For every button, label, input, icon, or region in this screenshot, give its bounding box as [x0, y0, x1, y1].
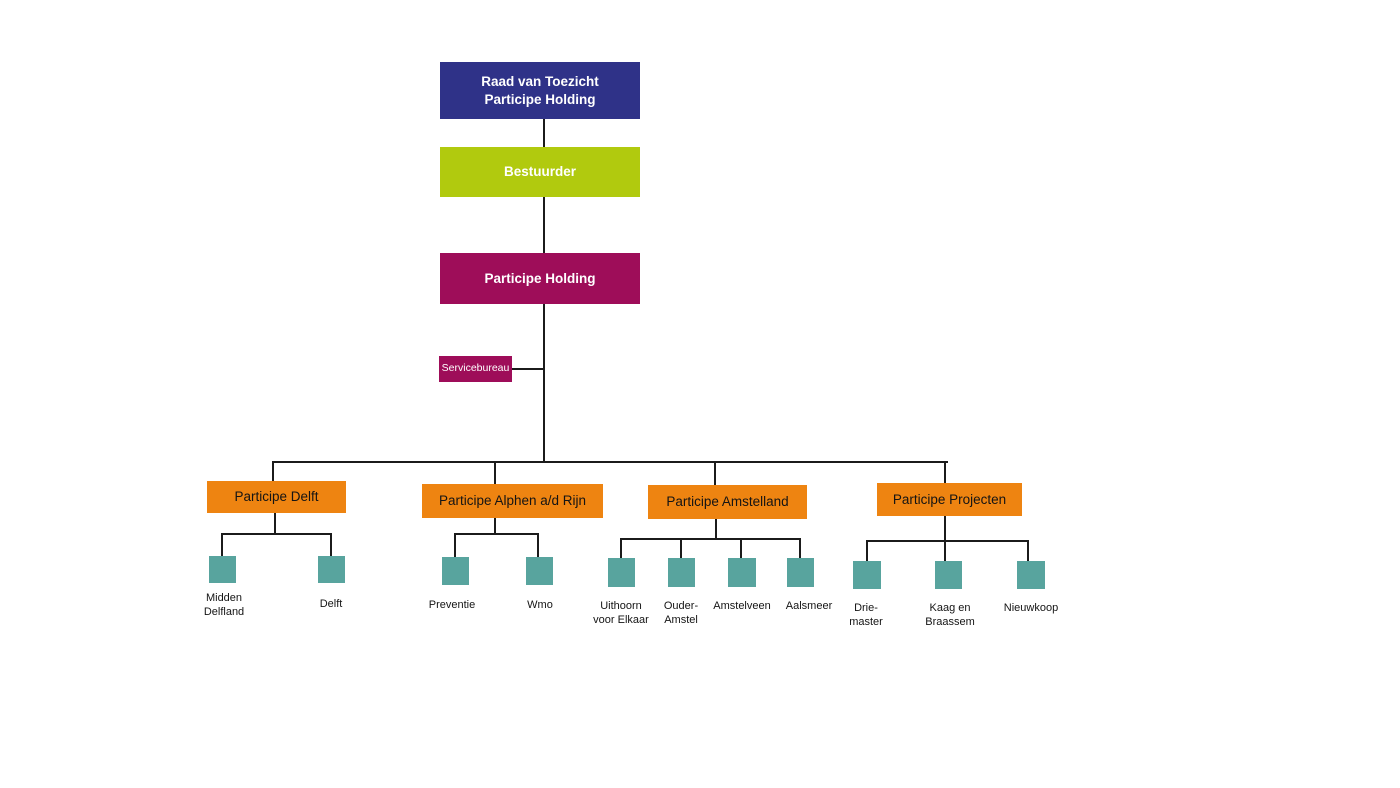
unit-node [608, 558, 635, 587]
connector-drop [680, 538, 682, 558]
unit-label: Delft [319, 598, 343, 610]
unit-node [526, 557, 553, 585]
connector-drop [740, 538, 742, 558]
unit-node [728, 558, 756, 587]
connector-drop [1027, 540, 1029, 561]
connector-branch [620, 538, 801, 540]
unit-node [442, 557, 469, 585]
connector-drop [537, 533, 539, 557]
group-box-participe-delft: Participe Delft [207, 481, 346, 513]
connector-branch [454, 533, 539, 535]
unit-node [853, 561, 881, 589]
unit-label: Nieuwkoop [1003, 602, 1059, 614]
group-box-participe-projecten: Participe Projecten [877, 483, 1022, 516]
bestuurder-box: Bestuurder [440, 147, 640, 197]
participe-holding-box: Participe Holding [440, 253, 640, 304]
unit-node [787, 558, 814, 587]
connector-branch [866, 540, 1029, 542]
connector-stub [274, 513, 276, 535]
connector-drop [494, 461, 496, 484]
unit-label: Drie- master [849, 602, 883, 628]
connector-stub [494, 518, 496, 535]
unit-label: Amstelveen [713, 600, 771, 612]
unit-label: Aalsmeer [785, 600, 833, 612]
group-box-participe-alphen: Participe Alphen a/d Rijn [422, 484, 603, 518]
connector-branch [221, 533, 332, 535]
unit-label: Uithoorn voor Elkaar [593, 600, 649, 626]
unit-node [1017, 561, 1045, 589]
unit-label: Kaag en Braassem [925, 602, 975, 628]
group-box-participe-amstelland: Participe Amstelland [648, 485, 807, 519]
unit-node [318, 556, 345, 583]
unit-label: Wmo [527, 599, 553, 611]
connector-drop [866, 540, 868, 561]
connector-stub [715, 519, 717, 540]
connector-stub [944, 516, 946, 561]
servicebureau-box: Servicebureau [439, 356, 512, 382]
connector-drop [454, 533, 456, 557]
unit-node [935, 561, 962, 589]
unit-label: Ouder- Amstel [663, 600, 699, 626]
connector-drop [944, 461, 946, 483]
connector-drop [620, 538, 622, 558]
connector-servicebureau [511, 368, 544, 370]
raad-van-toezicht-box: Raad van Toezicht Participe Holding [440, 62, 640, 119]
connector-drop [714, 461, 716, 485]
unit-node [209, 556, 236, 583]
unit-node [668, 558, 695, 587]
unit-label: Midden Delfland [203, 592, 245, 618]
connector-main-branch [272, 461, 948, 463]
connector-drop [799, 538, 801, 558]
connector-drop [221, 533, 223, 556]
connector-drop [272, 461, 274, 481]
unit-label: Preventie [428, 599, 476, 611]
connector-drop [330, 533, 332, 556]
